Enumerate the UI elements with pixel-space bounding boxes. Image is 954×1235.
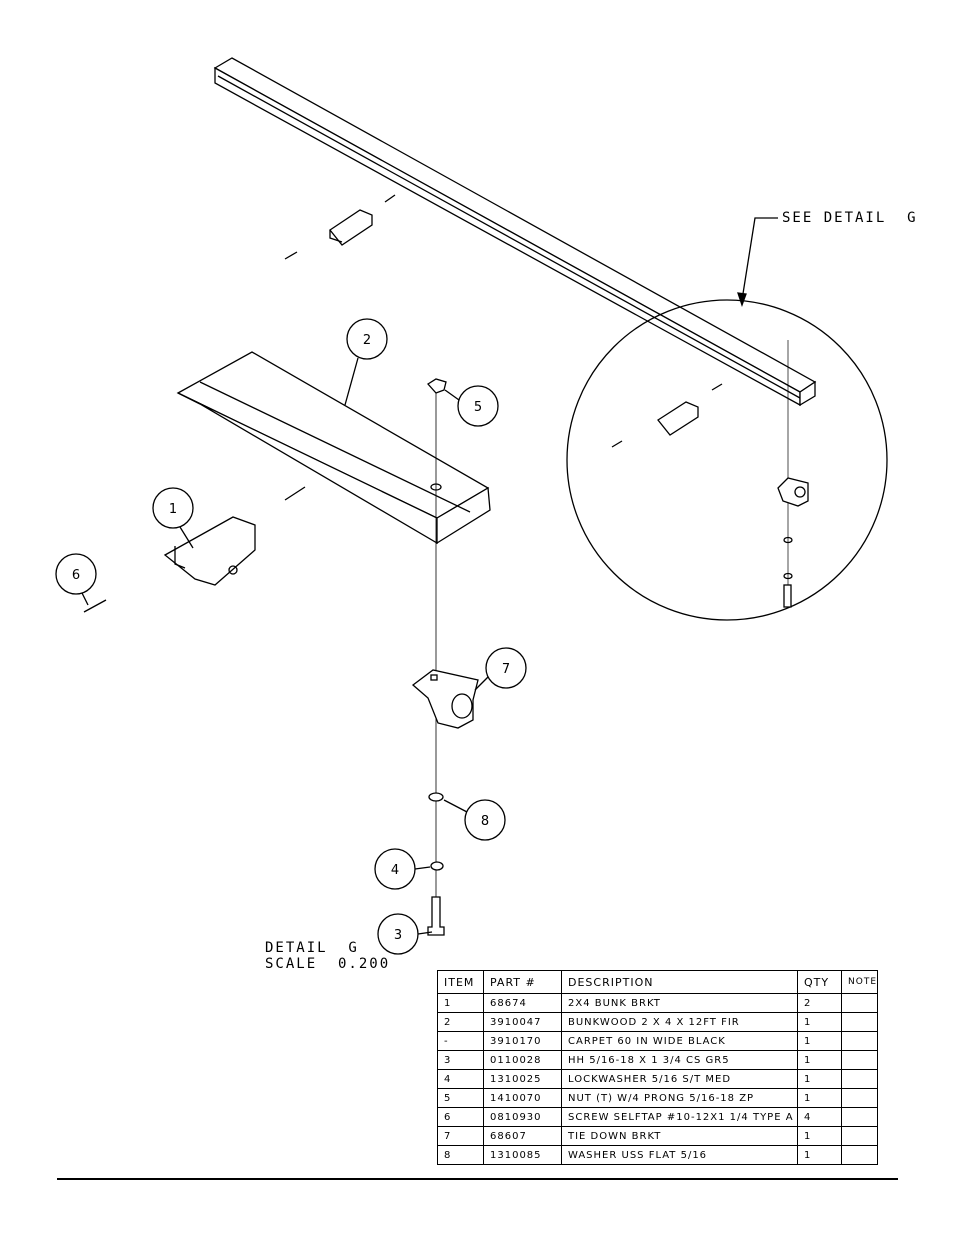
cell-qty: 4 <box>797 1107 842 1127</box>
screw-small <box>284 251 298 260</box>
cell-desc: TIE DOWN BRKT <box>561 1126 798 1146</box>
balloon-7: 7 <box>474 647 527 691</box>
cell-item: 3 <box>437 1050 484 1070</box>
cell-note <box>840 1126 879 1146</box>
cell-qty: 1 <box>797 1126 842 1146</box>
cell-item: 8 <box>437 1145 484 1165</box>
cell-qty: 1 <box>797 1088 842 1108</box>
tie-down-bracket <box>411 669 479 729</box>
cell-part: 0110028 <box>483 1050 562 1070</box>
col-qty: QTY <box>797 970 842 994</box>
bunk-bracket-small <box>329 209 373 246</box>
detail-contents <box>611 340 809 608</box>
cell-desc: WASHER USS FLAT 5/16 <box>561 1145 798 1165</box>
cell-desc: CARPET 60 IN WIDE BLACK <box>561 1031 798 1051</box>
cell-note <box>840 1145 879 1165</box>
cell-item: 1 <box>437 993 484 1013</box>
cell-part: 3910170 <box>483 1031 562 1051</box>
screw-small <box>384 194 396 203</box>
detail-scale: SCALE 0.200 <box>265 956 391 972</box>
cell-note <box>840 1088 879 1108</box>
cell-part: 0810930 <box>483 1107 562 1127</box>
cell-desc: LOCKWASHER 5/16 S/T MED <box>561 1069 798 1089</box>
cell-item: - <box>437 1031 484 1051</box>
svg-text:2: 2 <box>363 333 371 348</box>
svg-text:8: 8 <box>481 814 489 829</box>
balloon-5: 5 <box>444 385 499 427</box>
svg-text:5: 5 <box>474 400 482 415</box>
balloon-8: 8 <box>443 799 506 841</box>
cell-part: 1410070 <box>483 1088 562 1108</box>
cell-item: 7 <box>437 1126 484 1146</box>
balloon-3: 3 <box>377 913 433 955</box>
cell-desc: HH 5/16-18 X 1 3/4 CS GR5 <box>561 1050 798 1070</box>
cell-part: 3910047 <box>483 1012 562 1032</box>
lockwasher <box>430 861 444 871</box>
cell-part: 68674 <box>483 993 562 1013</box>
cell-note <box>840 1031 879 1051</box>
cell-qty: 1 <box>797 1050 842 1070</box>
cell-qty: 1 <box>797 1069 842 1089</box>
cell-qty: 1 <box>797 1012 842 1032</box>
cell-note <box>840 993 879 1013</box>
balloon-6: 6 <box>55 553 97 606</box>
detail-circle <box>566 299 888 621</box>
detail-title: DETAIL G <box>265 940 359 956</box>
cell-note <box>840 1012 879 1032</box>
col-description: DESCRIPTION <box>561 970 798 994</box>
svg-text:3: 3 <box>394 928 402 943</box>
balloon-1: 1 <box>152 487 194 549</box>
cell-part: 68607 <box>483 1126 562 1146</box>
cell-item: 6 <box>437 1107 484 1127</box>
cell-desc: NUT (T) W/4 PRONG 5/16-18 ZP <box>561 1088 798 1108</box>
cell-item: 5 <box>437 1088 484 1108</box>
page-bottom-rule <box>57 1178 898 1180</box>
balloon-2: 2 <box>344 318 388 406</box>
svg-text:4: 4 <box>391 863 399 878</box>
svg-text:1: 1 <box>169 502 177 517</box>
see-detail-label: SEE DETAIL G <box>782 210 918 226</box>
cell-part: 1310025 <box>483 1069 562 1089</box>
see-detail-leader <box>741 217 778 301</box>
screw <box>284 486 306 501</box>
svg-text:6: 6 <box>72 568 80 583</box>
t-nut <box>427 378 447 394</box>
svg-text:7: 7 <box>502 662 510 677</box>
flat-washer <box>428 792 444 802</box>
cell-qty: 1 <box>797 1145 842 1165</box>
cell-item: 4 <box>437 1069 484 1089</box>
cell-desc: BUNKWOOD 2 X 4 X 12FT FIR <box>561 1012 798 1032</box>
col-item: ITEM <box>437 970 484 994</box>
col-part: PART # <box>483 970 562 994</box>
table-header-row: ITEM PART # DESCRIPTION QTY NOTE <box>437 970 879 994</box>
arrow-head <box>737 292 747 307</box>
cell-note <box>840 1107 879 1127</box>
cell-desc: 2X4 BUNK BRKT <box>561 993 798 1013</box>
hex-bolt <box>427 896 445 936</box>
cell-desc: SCREW SELFTAP #10-12X1 1/4 TYPE A <box>561 1107 798 1127</box>
screw <box>83 599 107 613</box>
cell-qty: 2 <box>797 993 842 1013</box>
bunk-bracket <box>163 516 256 586</box>
bunkwood-board <box>176 351 491 545</box>
long-bunk-beam <box>213 57 817 407</box>
cell-part: 1310085 <box>483 1145 562 1165</box>
col-note: NOTE <box>840 970 879 994</box>
cell-qty: 1 <box>797 1031 842 1051</box>
cell-item: 2 <box>437 1012 484 1032</box>
cell-note <box>840 1050 879 1070</box>
balloon-4: 4 <box>374 848 431 890</box>
cell-note <box>840 1069 879 1089</box>
